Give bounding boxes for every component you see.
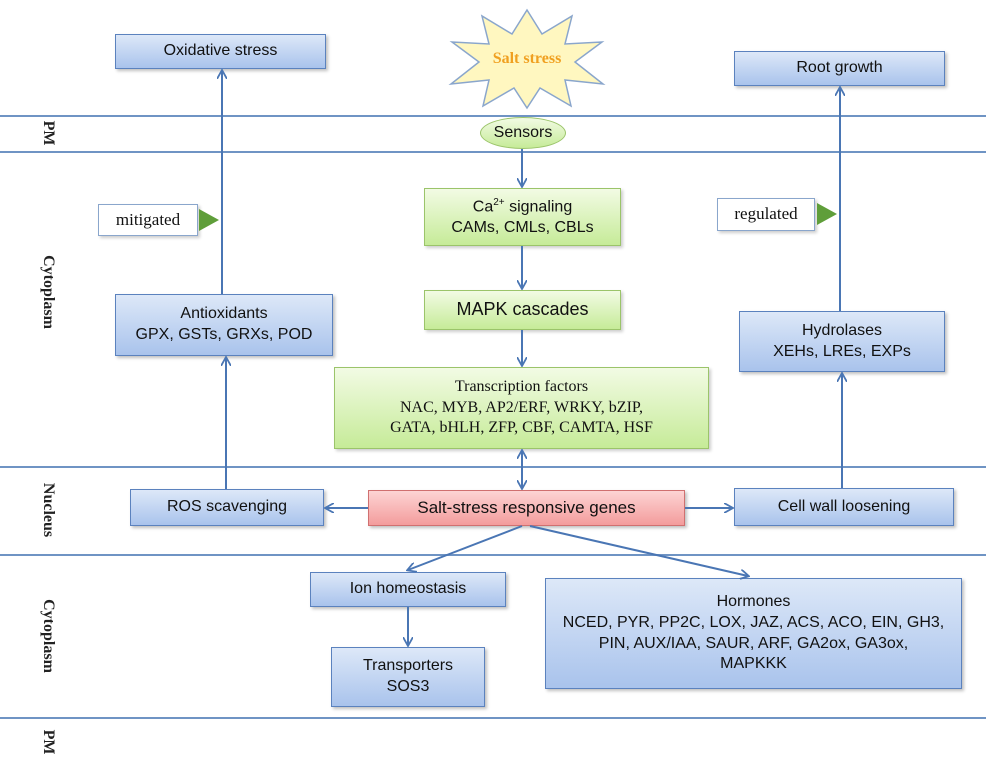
hormones-line-2: PIN, AUX/IAA, SAUR, ARF, GA2ox, GA3ox, — [598, 634, 909, 652]
hydrolases-list: XEHs, LREs, EXPs — [773, 342, 911, 360]
arrow-genes-to-ion — [408, 525, 523, 570]
hormones-title: Hormones — [716, 592, 791, 610]
antioxidants-title: Antioxidants — [180, 305, 268, 323]
regulated-box: regulated — [717, 198, 815, 231]
transporters-box: Transporters SOS3 — [331, 647, 485, 707]
mitigated-label: mitigated — [115, 209, 181, 229]
regulated-triangle-icon — [817, 203, 837, 225]
regulated-label: regulated — [734, 204, 798, 224]
ion-homeostasis-label: Ion homeostasis — [349, 580, 467, 598]
hydrolases-box: Hydrolases XEHs, LREs, EXPs — [739, 311, 945, 372]
hormones-box: Hormones NCED, PYR, PP2C, LOX, JAZ, ACS,… — [545, 578, 962, 689]
mitigated-box: mitigated — [98, 204, 198, 236]
nucleus-line-top — [0, 466, 986, 468]
membrane-line-2 — [0, 151, 986, 153]
hydrolases-title: Hydrolases — [801, 321, 883, 339]
transporters-title: Transporters — [362, 657, 454, 675]
root-growth-box: Root growth — [734, 51, 945, 86]
salt-stress-label: Salt stress — [492, 50, 562, 67]
tf-line-1: NAC, MYB, AP2/ERF, WRKY, bZIP, — [399, 398, 644, 416]
oxidative-stress-label: Oxidative stress — [163, 42, 278, 60]
transcription-factors-box: Transcription factors NAC, MYB, AP2/ERF,… — [334, 367, 709, 449]
burst-shape — [448, 8, 606, 110]
hormones-line-3: MAPKKK — [720, 655, 787, 673]
membrane-line-1 — [0, 115, 986, 117]
ion-homeostasis-box: Ion homeostasis — [310, 572, 506, 607]
tf-line-2: GATA, bHLH, ZFP, CBF, CAMTA, HSF — [390, 419, 653, 437]
cell-wall-loosening-box: Cell wall loosening — [734, 488, 954, 526]
ca-signaling-box: Ca2+ signaling CAMs, CMLs, CBLs — [424, 188, 621, 246]
salt-stress-burst: Salt stress — [447, 8, 607, 110]
tf-title: Transcription factors — [454, 377, 589, 395]
ca-signaling-list: CAMs, CMLs, CBLs — [451, 218, 594, 236]
ros-scavenging-label: ROS scavenging — [166, 498, 288, 516]
antioxidants-list: GPX, GSTs, GRXs, POD — [135, 326, 313, 343]
mapk-cascades-box: MAPK cascades — [424, 290, 621, 330]
mapk-cascades-label: MAPK cascades — [456, 299, 589, 320]
salt-stress-genes-label: Salt-stress responsive genes — [417, 497, 636, 517]
arrow-genes-to-hormones — [529, 525, 748, 576]
sensors-label: Sensors — [493, 123, 553, 141]
membrane-line-bottom — [0, 717, 986, 719]
oxidative-stress-box: Oxidative stress — [115, 34, 326, 69]
nucleus-line-bottom — [0, 554, 986, 556]
root-growth-label: Root growth — [796, 59, 883, 77]
antioxidants-box: Antioxidants GPX, GSTs, GRXs, POD — [115, 294, 333, 356]
ros-scavenging-box: ROS scavenging — [130, 489, 324, 526]
salt-stress-genes-box: Salt-stress responsive genes — [368, 490, 685, 526]
transporters-list: SOS3 — [386, 678, 430, 695]
sensors-node: Sensors — [480, 117, 566, 149]
hormones-line-1: NCED, PYR, PP2C, LOX, JAZ, ACS, ACO, EIN… — [562, 613, 945, 631]
ca-signaling-title: Ca2+ signaling — [472, 196, 573, 215]
cell-wall-loosening-label: Cell wall loosening — [777, 497, 911, 515]
mitigated-triangle-icon — [199, 209, 219, 231]
